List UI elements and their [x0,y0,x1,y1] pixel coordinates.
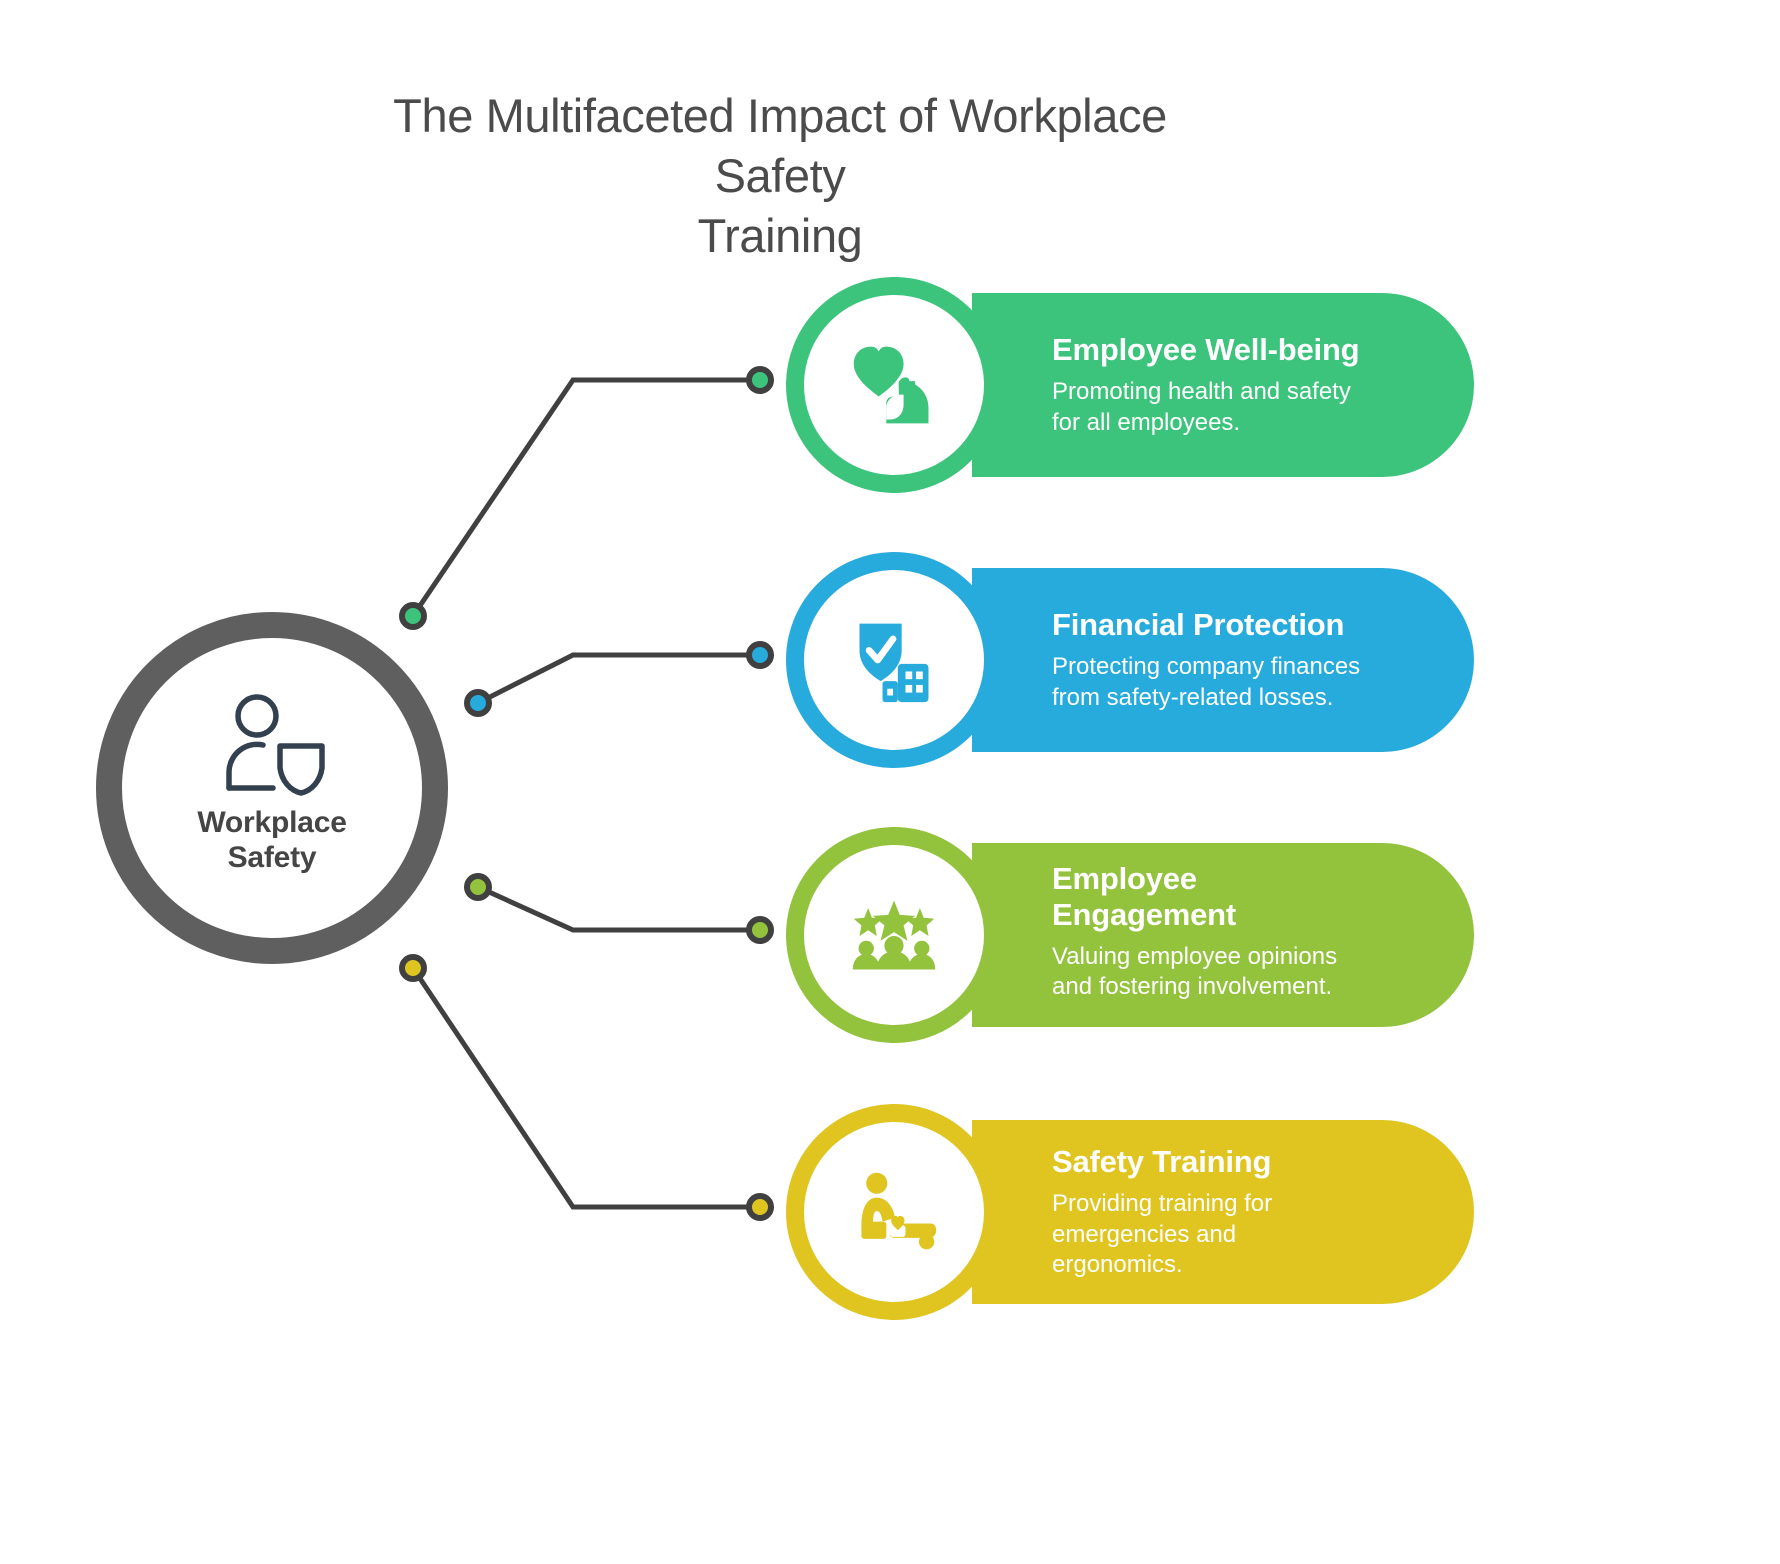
connector-dot-source-employee-engagement [464,873,492,901]
connector-dot-source-financial-protection [464,689,492,717]
connector-line-employee-engagement [476,884,758,933]
connector-line-employee-well-being [410,377,758,618]
shield-check-building-icon [848,614,940,706]
branch-description-financial-protection: Protecting company finances from safety-… [1052,653,1361,711]
branch-card-safety-training[interactable]: Safety Training Providing training for e… [972,1120,1474,1304]
page-title: The Multifaceted Impact of Workplace Saf… [393,89,1167,263]
connector-line-safety-training [410,966,758,1210]
branch-icon-circle-employee-engagement[interactable] [786,827,1002,1043]
connector-dot-target-financial-protection [746,641,774,669]
hub-label: Workplace Safety [197,806,347,874]
cpr-training-icon [848,1166,940,1258]
connector-dot-source-safety-training [399,954,427,982]
branch-safety-training[interactable]: Safety Training Providing training for e… [786,1104,1474,1320]
branch-description-safety-training: Providing training for emergencies and e… [1052,1190,1273,1278]
branch-icon-circle-employee-well-being[interactable] [786,277,1002,493]
branch-heading-financial-protection: Financial Protection [1052,607,1345,643]
branch-card-employee-engagement[interactable]: Employee Engagement Valuing employee opi… [972,843,1474,1027]
person-shield-icon [217,694,327,798]
stars-people-icon [848,889,940,981]
connector-line-financial-protection [476,652,758,706]
connector-dot-source-employee-well-being [399,602,427,630]
branch-heading-employee-engagement: Employee Engagement [1052,861,1237,932]
hub-node-workplace-safety[interactable]: Workplace Safety [96,612,448,964]
connector-dot-target-employee-well-being [746,366,774,394]
branch-heading-safety-training: Safety Training [1052,1143,1272,1179]
branch-icon-circle-financial-protection[interactable] [786,552,1002,768]
branch-card-employee-well-being[interactable]: Employee Well-being Promoting health and… [972,293,1474,477]
branch-description-employee-engagement: Valuing employee opinions and fostering … [1052,943,1338,1001]
connector-dot-target-safety-training [746,1193,774,1221]
branch-description-employee-well-being: Promoting health and safety for all empl… [1052,378,1351,436]
heart-flexed-arm-icon [848,339,940,431]
branch-employee-engagement[interactable]: Employee Engagement Valuing employee opi… [786,827,1474,1043]
branch-financial-protection[interactable]: Financial Protection Protecting company … [786,552,1474,768]
connector-dot-target-employee-engagement [746,916,774,944]
branch-employee-well-being[interactable]: Employee Well-being Promoting health and… [786,277,1474,493]
branch-icon-circle-safety-training[interactable] [786,1104,1002,1320]
branch-heading-employee-well-being: Employee Well-being [1052,332,1360,368]
branch-card-financial-protection[interactable]: Financial Protection Protecting company … [972,568,1474,752]
